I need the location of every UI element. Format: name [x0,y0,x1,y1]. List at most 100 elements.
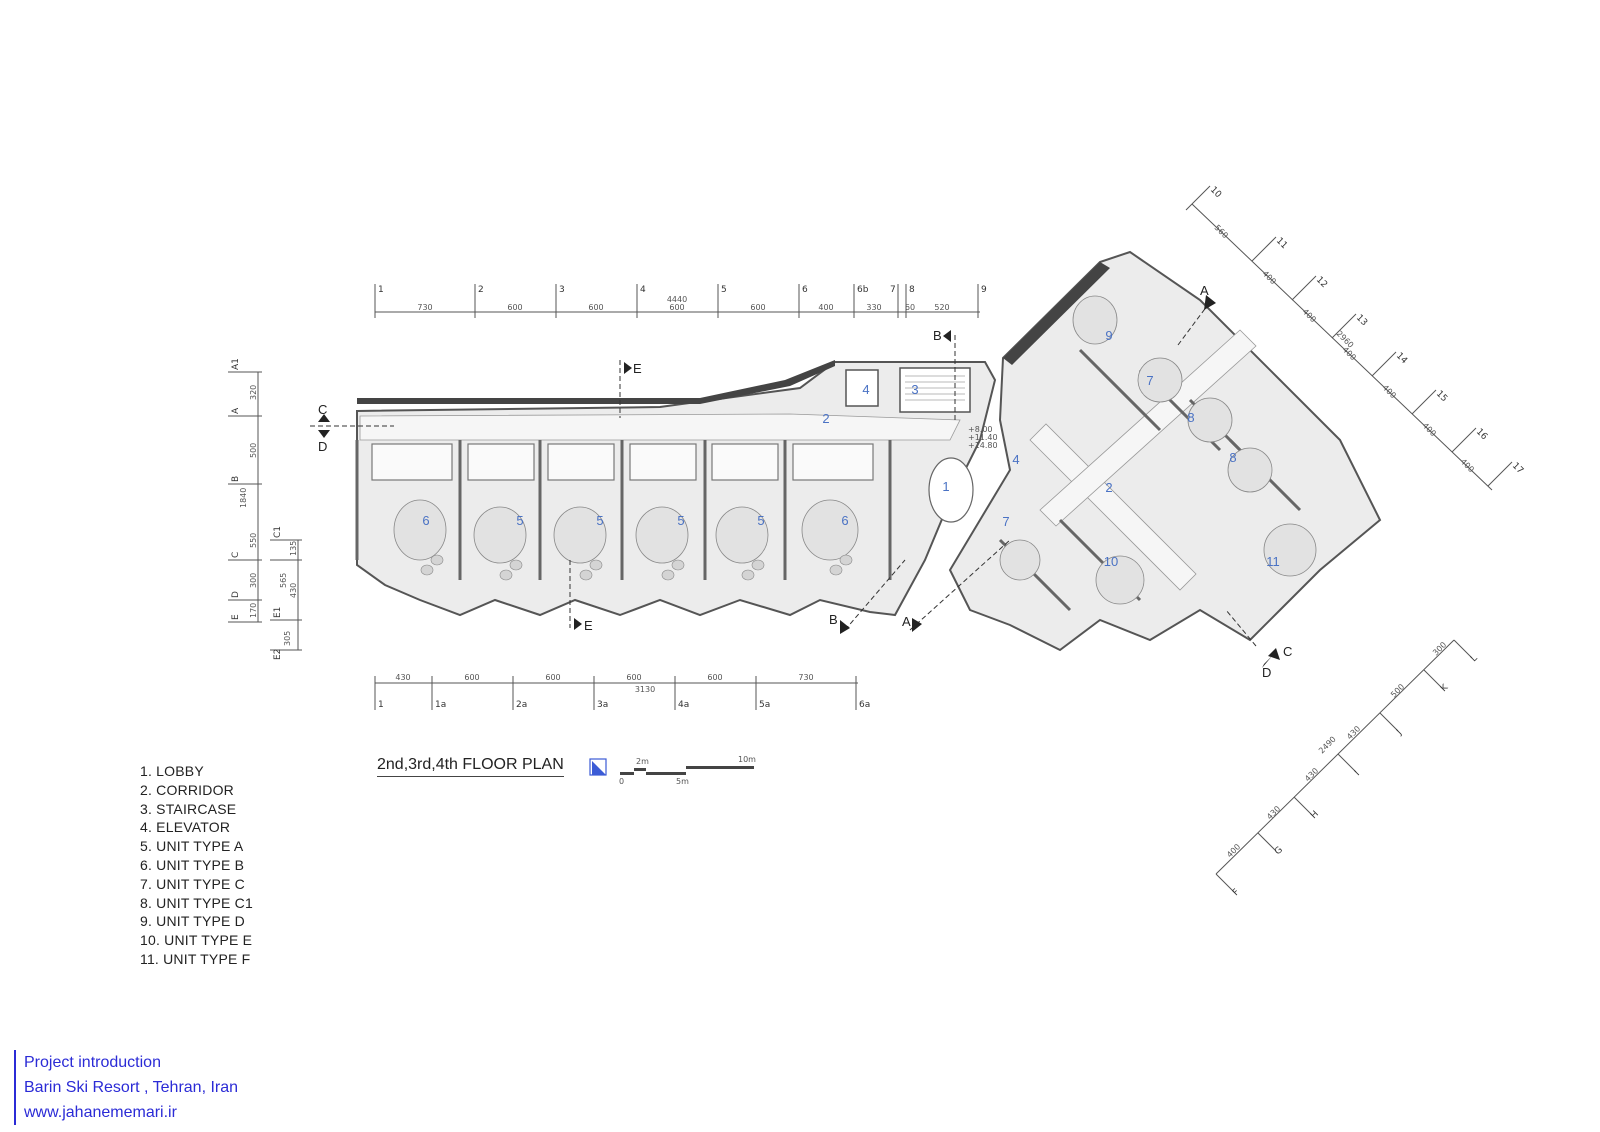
svg-text:E2: E2 [273,649,283,660]
svg-text:5a: 5a [759,700,770,710]
svg-text:J: J [1394,728,1404,738]
room-label: 4 [1012,452,1019,467]
svg-text:5: 5 [721,285,727,295]
svg-text:730: 730 [798,673,813,682]
svg-text:500: 500 [249,443,258,458]
room-label: 7 [1146,373,1153,388]
svg-text:0: 0 [619,777,624,786]
svg-text:14: 14 [1394,351,1409,366]
left-dimension-line [228,371,302,651]
legend-item: 10. UNIT TYPE E [140,932,253,949]
legend-item: 3. STAIRCASE [140,800,237,817]
section-markers: E E B B C D A A C D [310,283,1292,680]
room-label: 2 [822,411,829,426]
room-label: 8 [1229,450,1236,465]
svg-text:550: 550 [249,533,258,548]
svg-text:E: E [231,614,241,620]
svg-text:3a: 3a [597,700,608,710]
svg-text:+8.00: +8.00 [968,425,993,434]
top-grid-labels: 1 2 3 4 5 6 6b 7 8 9 730 600 600 600 600… [378,285,987,312]
svg-text:17: 17 [1510,461,1525,476]
svg-text:C: C [318,402,327,417]
svg-text:300: 300 [1431,640,1448,657]
credits-block: Project introduction Barin Ski Resort , … [14,1050,238,1125]
svg-text:+11.40: +11.40 [968,433,998,442]
room-label: 5 [677,513,684,528]
plan-title: 2nd,3rd,4th FLOOR PLAN [377,756,564,777]
svg-text:10: 10 [1208,185,1223,200]
left-grid-labels: A1 A B C D E C1 E1 E2 320 500 550 300 17… [231,358,298,660]
legend-item: 1. LOBBY [140,763,204,779]
svg-text:135: 135 [289,541,298,556]
svg-text:D: D [318,439,327,454]
credits-project-intro: Project introduction [24,1054,161,1071]
svg-text:F: F [1231,887,1242,898]
credits-project-name: Barin Ski Resort , Tehran, Iran [24,1079,239,1096]
svg-text:13: 13 [1354,313,1369,328]
room-label: 5 [757,513,764,528]
legend-item: 9. UNIT TYPE D [140,913,245,930]
svg-text:4440: 4440 [667,295,687,304]
svg-text:9: 9 [981,285,987,295]
svg-text:6: 6 [802,285,808,295]
credits-website-link[interactable]: www.jahanememari.ir [24,1104,177,1121]
svg-text:1840: 1840 [239,488,248,508]
svg-text:A: A [1200,283,1209,298]
svg-text:15: 15 [1434,389,1449,404]
legend-item: 5. UNIT TYPE A [140,838,244,855]
svg-text:5m: 5m [676,777,689,786]
room-label: 8 [1187,410,1194,425]
room-label: 10 [1104,554,1118,569]
svg-text:16: 16 [1474,427,1489,442]
svg-text:1: 1 [378,285,384,295]
svg-text:2490: 2490 [1317,735,1338,756]
svg-text:1a: 1a [435,700,446,710]
svg-text:B: B [933,328,942,343]
room-label: 7 [1002,514,1009,529]
svg-text:730: 730 [417,303,432,312]
svg-text:C1: C1 [273,526,283,538]
legend-item: 11. UNIT TYPE F [140,950,251,967]
svg-text:320: 320 [249,385,258,400]
svg-text:400: 400 [1225,842,1242,859]
svg-text:D: D [1262,665,1271,680]
level-markers: +8.00 +11.40 +14.80 [968,425,998,450]
svg-text:500: 500 [1389,682,1406,699]
svg-text:430: 430 [1265,804,1282,821]
room-numbers: 1 2 2 3 4 4 5 5 5 5 6 6 7 7 8 8 9 10 11 [422,328,1279,569]
svg-text:1: 1 [378,700,384,710]
room-label: 9 [1105,328,1112,343]
room-label: 4 [862,382,869,397]
svg-text:7: 7 [890,285,896,295]
svg-text:300: 300 [249,573,258,588]
legend-item: 6. UNIT TYPE B [140,856,245,873]
room-label: 11 [1266,554,1280,569]
room-label: 6 [841,513,848,528]
svg-text:6b: 6b [857,285,869,295]
west-wing [356,360,997,617]
svg-text:+14.80: +14.80 [968,441,998,450]
svg-text:K: K [1439,682,1451,694]
svg-text:330: 330 [866,303,881,312]
svg-text:600: 600 [545,673,560,682]
svg-text:G: G [1273,845,1285,857]
svg-text:10m: 10m [738,755,756,764]
svg-text:600: 600 [464,673,479,682]
bottom-dimension-line [374,676,858,710]
lower-right-dimension-line [1215,639,1473,893]
svg-text:430: 430 [1345,724,1362,741]
svg-text:430: 430 [395,673,410,682]
svg-text:A1: A1 [231,358,241,370]
svg-text:11: 11 [1274,236,1289,251]
svg-text:B: B [231,476,241,482]
svg-text:A: A [902,614,911,629]
svg-text:4: 4 [640,285,646,295]
svg-text:12: 12 [1314,275,1329,290]
svg-text:C: C [231,552,241,558]
svg-text:E: E [584,618,593,633]
room-label: 6 [422,513,429,528]
svg-text:8: 8 [909,285,915,295]
room-label: 5 [516,513,523,528]
